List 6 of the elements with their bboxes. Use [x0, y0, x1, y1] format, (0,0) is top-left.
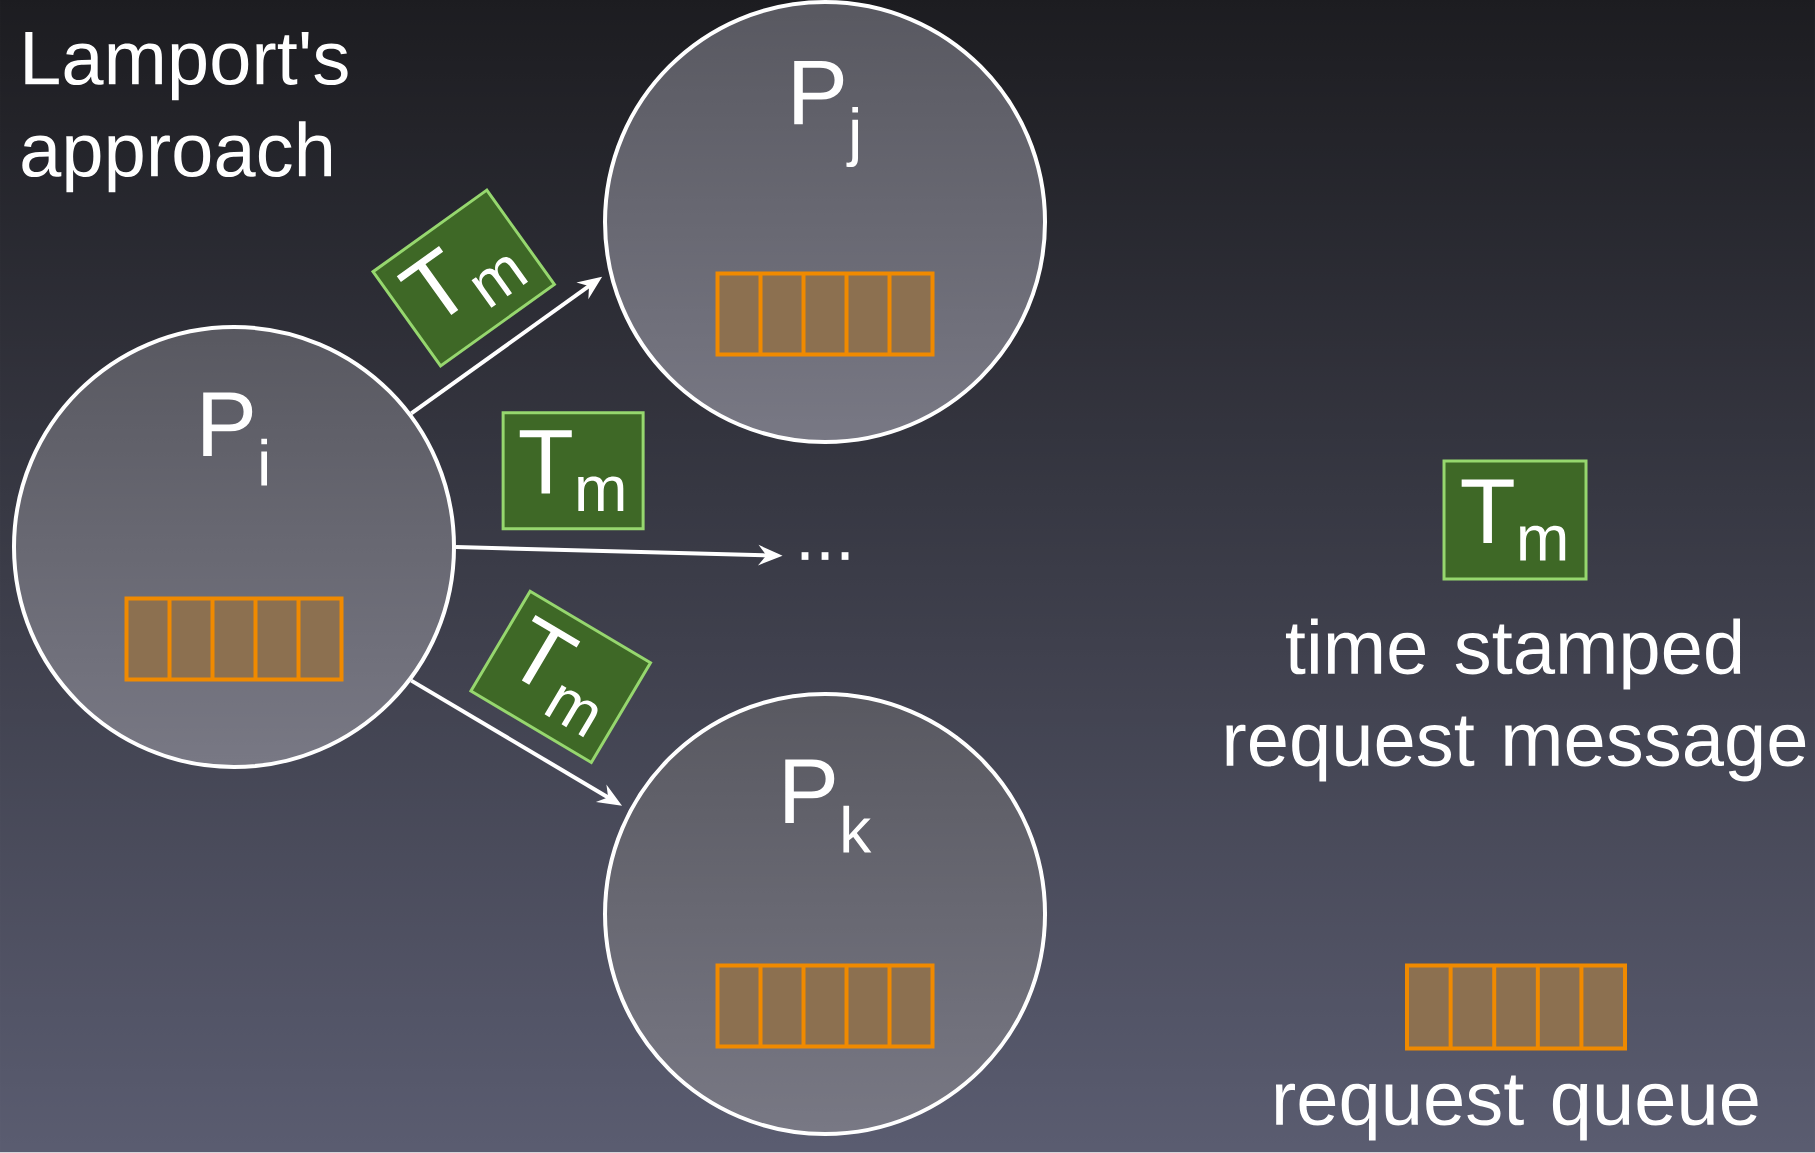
slide-title: Lamport's approach — [22, 32, 348, 193]
legend-text: request queue — [1276, 1075, 1758, 1141]
message-box: T$_{m}$ — [1442, 459, 1588, 581]
ellipsis-text: ... — [801, 552, 849, 560]
message-box: T$_{m}$ — [501, 411, 645, 531]
legend-text: time stamped request message — [1226, 618, 1806, 782]
